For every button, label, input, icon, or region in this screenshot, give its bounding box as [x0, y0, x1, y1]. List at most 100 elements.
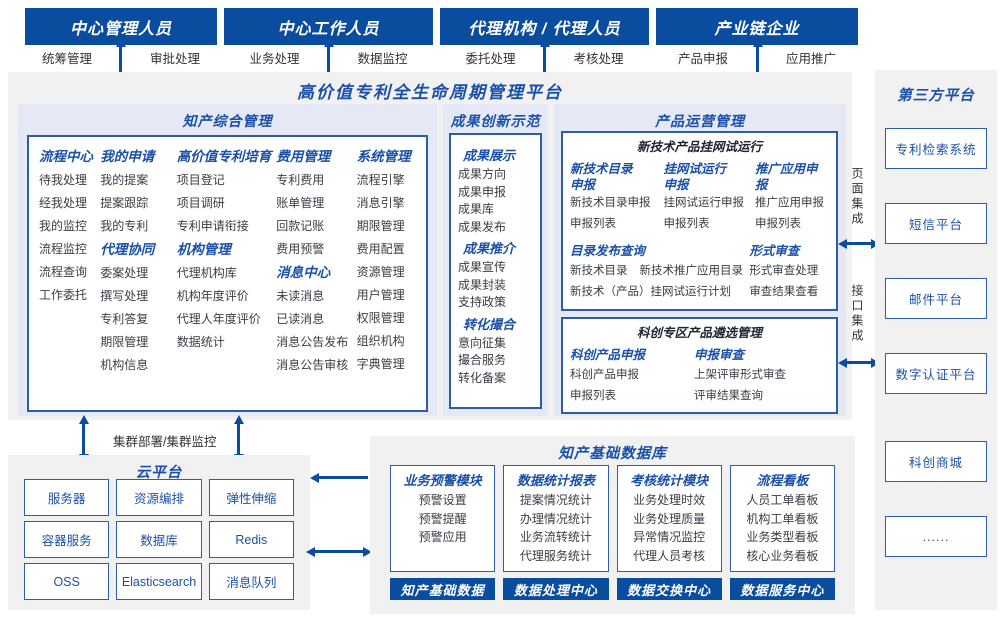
group-title: 成果推介: [463, 241, 516, 256]
catalog-item: 新技术（产品）挂网试运行计划: [570, 286, 731, 298]
list-item: 成果发布: [458, 219, 507, 234]
panel-title: 云平台: [135, 465, 183, 481]
list-item: 流程引擎: [356, 173, 405, 187]
panel-title: 知产基础数据库: [558, 446, 667, 462]
cloud-service-box: 容器服务: [24, 521, 110, 558]
arrow-left-icon: [318, 476, 368, 479]
list-item: 新技术目录申报: [570, 197, 651, 209]
column-items: 未读消息已读消息消息公告发布消息公告审核: [276, 285, 356, 377]
api-integration-label: 接口集成: [850, 284, 864, 344]
list-item: 成果宣传: [458, 260, 507, 274]
module-title: 流程看板: [756, 473, 809, 488]
list-item: 专利费用: [276, 173, 325, 187]
module-process-kanban: 流程看板 人员工单看板机构工单看板业务类型看板核心业务看板 数据服务中心: [729, 465, 835, 600]
page-integration-label: 页面集成: [850, 167, 864, 227]
column-items: 推广应用申报申报列表: [755, 193, 829, 235]
list-item: 用户管理: [356, 288, 405, 302]
list-item: 代理机构库: [176, 266, 237, 280]
role-label: 业务处理: [249, 51, 300, 66]
module-box: 流程看板 人员工单看板机构工单看板业务类型看板核心业务看板: [729, 465, 835, 572]
list-item: 资源管理: [356, 265, 405, 279]
list-item: 回款记账: [276, 219, 325, 233]
list-item: 工作委托: [39, 288, 88, 302]
list-item: 成果库: [458, 202, 495, 216]
trial-bottom-row: 目录发布查询 新技术目录 新技术推广应用目录 新技术（产品）挂网试运行计划 形式…: [563, 235, 836, 303]
list-item: 我的监控: [39, 219, 88, 233]
third-party-box: 专利检索系统: [885, 128, 987, 169]
list-item: 未读消息: [276, 289, 325, 303]
list-item: 项目登记: [176, 173, 225, 187]
list-item: 预警设置: [418, 493, 467, 507]
ip-column-my-applications: 我的申请 我的提案提案跟踪我的专利 代理协同 委案处理撰写处理专利答复期限管理机…: [100, 145, 177, 402]
list-item: 异常情况监控: [633, 530, 706, 544]
cloud-service-box: 服务器: [24, 479, 110, 516]
column-title: 科创产品申报: [570, 348, 646, 362]
list-item: 我的专利: [100, 219, 149, 233]
list-item: 转化备案: [458, 370, 507, 385]
ip-column-system-management: 系统管理 流程引擎消息引擎期限管理费用配置资源管理用户管理权限管理组织机构字典管…: [357, 145, 416, 402]
group-items: 成果方向成果申报成果库成果发布: [458, 166, 540, 236]
list-item: 专利申请衔接: [176, 219, 249, 233]
list-item: 费用预警: [276, 242, 325, 256]
trial-column-new-tech-catalog: 新技术目录申报 新技术目录申报申报列表: [570, 161, 663, 235]
catalog-query-row: 新技术目录 新技术推广应用目录: [570, 261, 749, 282]
role-label: 委托处理: [465, 51, 516, 66]
role-label: 统筹管理: [41, 51, 92, 66]
list-item: 项目调研: [176, 196, 225, 210]
section-title: 成果创新示范: [450, 113, 541, 129]
module-box: 数据统计报表 提案情况统计办理情况统计业务流转统计代理服务统计: [503, 465, 609, 572]
third-party-box: 科创商城: [885, 441, 987, 482]
column-title: 推广应用申报: [755, 162, 818, 192]
data-platform-modules: 业务预警模块 预警设置预警提醒预警应用 知产基础数据 数据统计报表 提案情况统计…: [390, 465, 835, 600]
double-arrow-vertical-icon: [327, 46, 330, 74]
module-title: 考核统计模块: [630, 473, 709, 488]
group-title: 转化撮合: [463, 316, 516, 332]
double-arrow-vertical-icon: [82, 423, 85, 455]
module-items: 业务处理时效业务处理质量异常情况监控代理人员考核: [618, 491, 721, 565]
list-item: 代理人年度评价: [176, 312, 261, 326]
actor-roles: 产品申报 应用推广: [656, 47, 858, 67]
list-item: 申报列表: [570, 390, 616, 402]
list-item: 预警提醒: [418, 511, 467, 526]
list-item: 推广应用申报: [755, 197, 824, 209]
list-item: 机构信息: [100, 358, 149, 372]
ip-management-box: 流程中心 待我处理经我处理我的监控流程监控流程查询工作委托 我的申请 我的提案提…: [27, 135, 428, 412]
module-footer-bar: 数据处理中心: [503, 578, 609, 600]
list-item: 代理服务统计: [519, 548, 592, 563]
column-items: 新技术目录申报申报列表: [570, 193, 663, 235]
section-achievements: 成果创新示范 成果展示 成果方向成果申报成果库成果发布 成果推介 成果宣传成果封…: [443, 104, 548, 416]
list-item: 业务处理时效: [633, 493, 706, 507]
cluster-label: 集群部署/集群监控: [113, 435, 217, 449]
column-subtitle: 消息中心: [276, 265, 331, 280]
list-item: 组织机构: [356, 334, 405, 348]
list-item: 意向征集: [458, 335, 507, 350]
list-item: 挂网试运行申报: [663, 197, 744, 209]
column-items: 委案处理撰写处理专利答复期限管理机构信息: [100, 262, 177, 377]
module-statistics-report: 数据统计报表 提案情况统计办理情况统计业务流转统计代理服务统计 数据处理中心: [503, 465, 609, 600]
block-title: 目录发布查询: [570, 244, 646, 258]
column-title: 新技术目录申报: [570, 162, 633, 192]
column-items: 待我处理经我处理我的监控流程监控流程查询工作委托: [39, 169, 100, 307]
list-item: 核心业务看板: [746, 548, 819, 563]
third-party-list: 专利检索系统短信平台邮件平台数字认证平台科创商城......: [875, 128, 997, 591]
column-items: 流程引擎消息引擎期限管理费用配置资源管理用户管理权限管理组织机构字典管理: [357, 169, 416, 376]
list-item: 审查结果查看: [749, 286, 819, 298]
role-label: 应用推广: [786, 51, 837, 66]
list-item: 申报列表: [570, 218, 616, 230]
list-item: 支持政策: [458, 295, 507, 309]
selection-column-product-apply: 科创产品申报 科创产品申报申报列表: [570, 347, 686, 407]
panel-title: 第三方平台: [897, 88, 975, 104]
list-item: 流程查询: [39, 265, 88, 279]
section-product-ops: 产品运营管理 新技术产品挂网试运行 新技术目录申报 新技术目录申报申报列表 挂网…: [554, 104, 846, 416]
column-title: 高价值专利培育: [176, 149, 272, 164]
module-footer-bar: 数据交换中心: [616, 578, 722, 600]
column-subtitle: 代理协同: [100, 242, 155, 257]
catalog-item: 新技术推广应用目录: [639, 265, 744, 277]
list-item: 申报列表: [755, 218, 801, 230]
column-title: 费用管理: [276, 149, 331, 164]
column-items: 上架评审形式审查评审结果查询: [694, 365, 829, 407]
column-items: 挂网试运行申报申报列表: [663, 193, 755, 235]
list-item: 成果方向: [458, 167, 507, 181]
role-label: 数据监控: [357, 51, 408, 66]
trial-column-online-trial: 挂网试运行申报 挂网试运行申报申报列表: [663, 161, 755, 235]
